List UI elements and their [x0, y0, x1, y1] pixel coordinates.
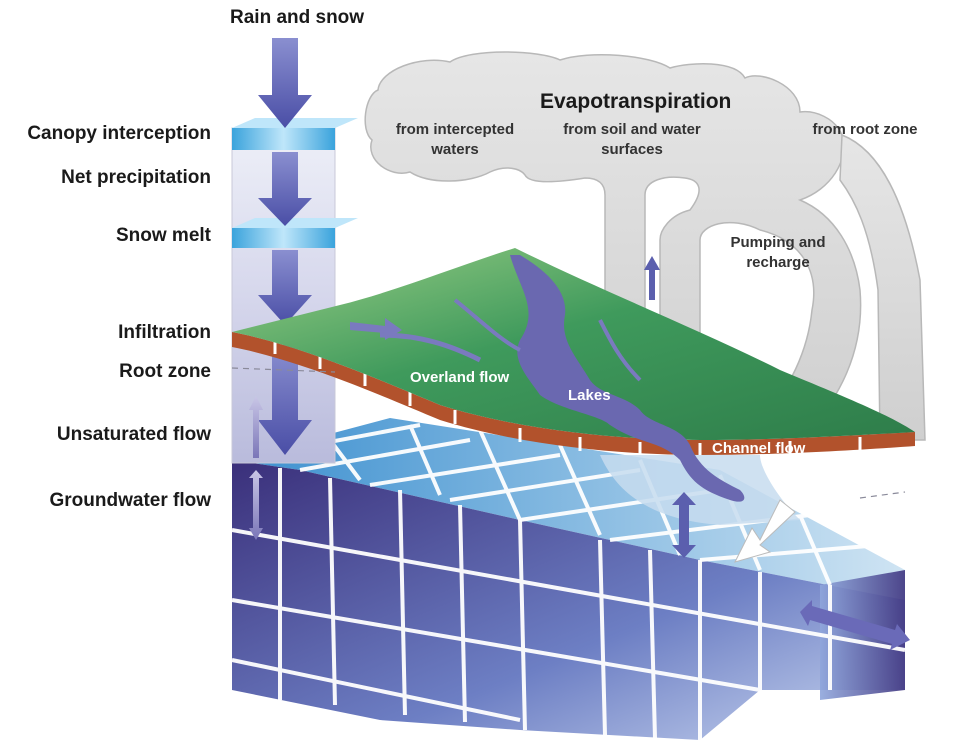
canopy-interception-label: Canopy interception	[27, 123, 211, 144]
exchange-arrows	[249, 256, 910, 650]
groundwater-flow-label: Groundwater flow	[49, 490, 212, 511]
aquifer-block	[231, 418, 906, 740]
canopy-disk	[232, 128, 335, 150]
overland-flow-label: Overland flow	[410, 369, 510, 386]
pumping-recharge-label: Pumping and recharge	[730, 234, 826, 271]
from-root-zone-label: from root zone	[812, 121, 918, 138]
lakes-label: Lakes	[568, 387, 611, 404]
evapotranspiration-title: Evapotranspiration	[540, 90, 732, 113]
infiltration-label: Infiltration	[118, 322, 211, 343]
snow-melt-label: Snow melt	[115, 225, 211, 246]
overland-flow-arrow	[350, 318, 402, 340]
unsaturated-flow-label: Unsaturated flow	[56, 424, 211, 445]
root-zone-line	[231, 367, 906, 499]
snowmelt-disk	[232, 228, 335, 248]
rain-snow-label: Rain and snow	[230, 7, 365, 28]
net-precipitation-label: Net precipitation	[61, 167, 211, 188]
channel-flow-label: Channel flow	[712, 440, 806, 457]
lake-and-channel	[510, 255, 745, 502]
root-zone-label: Root zone	[119, 361, 211, 382]
land-surface	[232, 248, 915, 525]
from-intercepted-label: from intercepted waters	[395, 121, 515, 158]
down-arrows	[258, 38, 312, 455]
from-soil-label: from soil and water surfaces	[563, 121, 701, 158]
evapotranspiration-cloud	[364, 51, 926, 441]
